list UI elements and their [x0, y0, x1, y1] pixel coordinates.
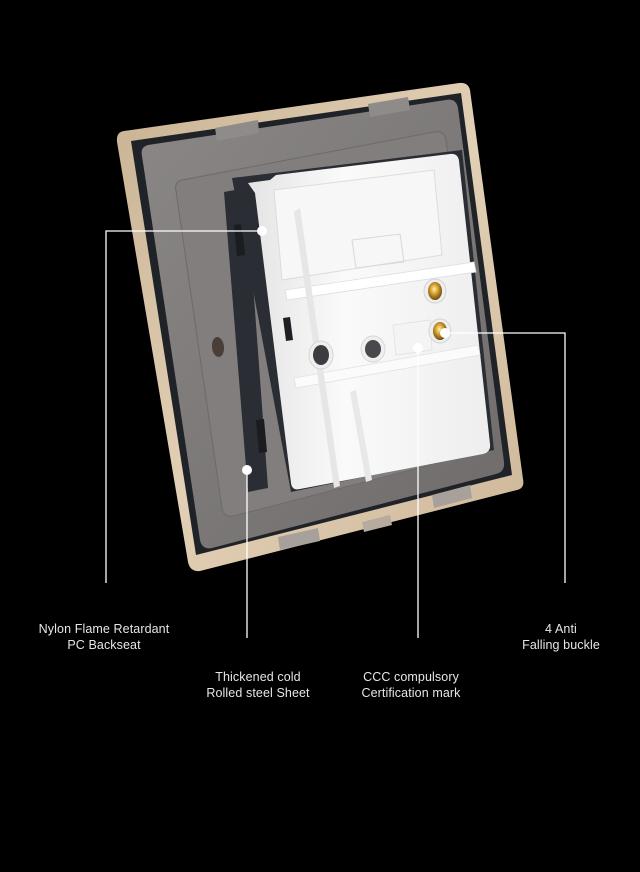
label-buckle: 4 Anti Falling buckle [522, 621, 600, 653]
label-line: PC Backseat [67, 638, 141, 652]
label-line: Certification mark [361, 686, 461, 700]
callout-dot-ccc-mark [413, 343, 423, 353]
label-backseat: Nylon Flame Retardant PC Backseat [39, 621, 170, 653]
callout-dot-steel-sheet [242, 465, 252, 475]
label-steel-sheet: Thickened cold Rolled steel Sheet [206, 669, 309, 701]
callout-line-backseat [105, 230, 262, 583]
label-line: Nylon Flame Retardant [38, 622, 170, 636]
socket-module [232, 150, 494, 492]
callout-line-buckle [445, 332, 566, 583]
callout-lines [105, 230, 566, 638]
callout-dot-backseat [257, 226, 267, 236]
terminal-area [308, 278, 452, 370]
label-line: CCC compulsory [363, 670, 459, 684]
label-line: 4 Anti [545, 622, 577, 636]
callout-dots [242, 226, 450, 475]
label-line: Falling buckle [522, 638, 600, 652]
label-ccc-mark: CCC compulsory Certification mark [361, 669, 460, 701]
callout-dot-buckle [440, 328, 450, 338]
label-line: Thickened cold [215, 670, 301, 684]
label-line: Rolled steel Sheet [206, 686, 310, 700]
